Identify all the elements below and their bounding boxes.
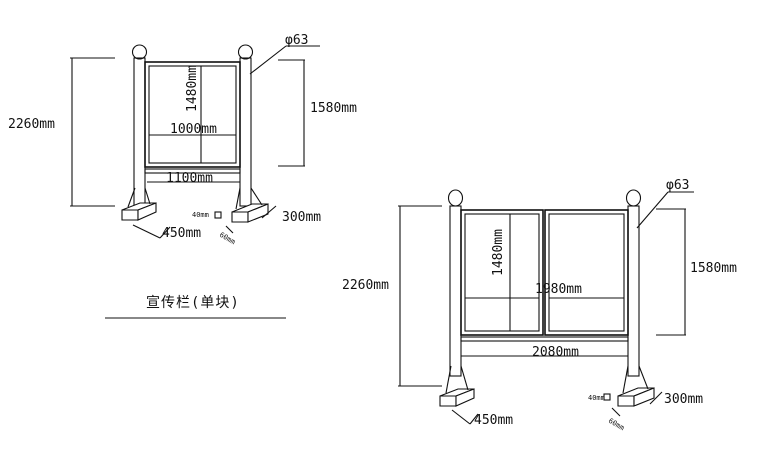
single-panel-billboard: 2260mm 1480mm 1000mm 1580mm 1100mm φ63 4…	[8, 33, 357, 319]
label-base-h-double: 60mm	[607, 417, 626, 432]
label-base-width-single: 450mm	[162, 226, 201, 241]
dim-base-depth-single	[261, 205, 277, 219]
right-base	[231, 187, 269, 223]
right-base-double	[617, 365, 655, 407]
label-board-width-single: 1000mm	[170, 122, 217, 137]
label-height-total-double: 2260mm	[342, 278, 389, 293]
dim-panel-height-single	[278, 59, 305, 167]
label-base-width-double: 450mm	[474, 413, 513, 428]
bottom-rail-double	[460, 336, 629, 342]
label-panel-height-double: 1580mm	[690, 261, 737, 276]
left-base	[121, 187, 157, 221]
dim-height-total-single	[70, 57, 115, 207]
label-base-h-single: 60mm	[218, 231, 237, 246]
caption-single: 宣传栏(单块)	[146, 295, 240, 311]
double-panel-billboard: 2260mm 1480mm 1980mm 1580mm 2080mm φ63 4…	[342, 178, 737, 432]
pipe-leader-single	[249, 45, 287, 75]
base-section-mark-double	[603, 393, 611, 401]
dim-base-width-single	[132, 224, 171, 239]
dim-base-depth-double	[649, 391, 663, 405]
label-board-height-double: 1480mm	[491, 229, 506, 276]
dim-panel-height-double	[656, 208, 686, 336]
label-post-span-single: 1100mm	[166, 171, 213, 186]
bottom-rail	[144, 168, 241, 174]
label-panel-height-single: 1580mm	[310, 101, 357, 116]
label-base-w-double: 40mm	[588, 394, 605, 402]
label-base-depth-double: 300mm	[664, 392, 703, 407]
display-board	[144, 61, 241, 168]
display-board-right	[544, 209, 629, 336]
label-post-span-double: 2080mm	[532, 345, 579, 360]
label-board-width-double: 1980mm	[535, 282, 582, 297]
label-base-w-single: 40mm	[192, 211, 209, 219]
dim-base-width-double	[451, 409, 479, 425]
display-board-left	[460, 209, 544, 336]
label-height-total-single: 2260mm	[8, 117, 55, 132]
left-base-double	[439, 365, 475, 407]
label-base-depth-single: 300mm	[282, 210, 321, 225]
base-section-mark-single	[214, 211, 222, 219]
label-pipe-diameter-double: φ63	[666, 178, 689, 193]
label-board-height-single: 1480mm	[185, 65, 200, 112]
dim-height-total-double	[398, 205, 442, 387]
label-pipe-diameter-single: φ63	[285, 33, 308, 48]
pipe-leader-double	[636, 191, 669, 229]
